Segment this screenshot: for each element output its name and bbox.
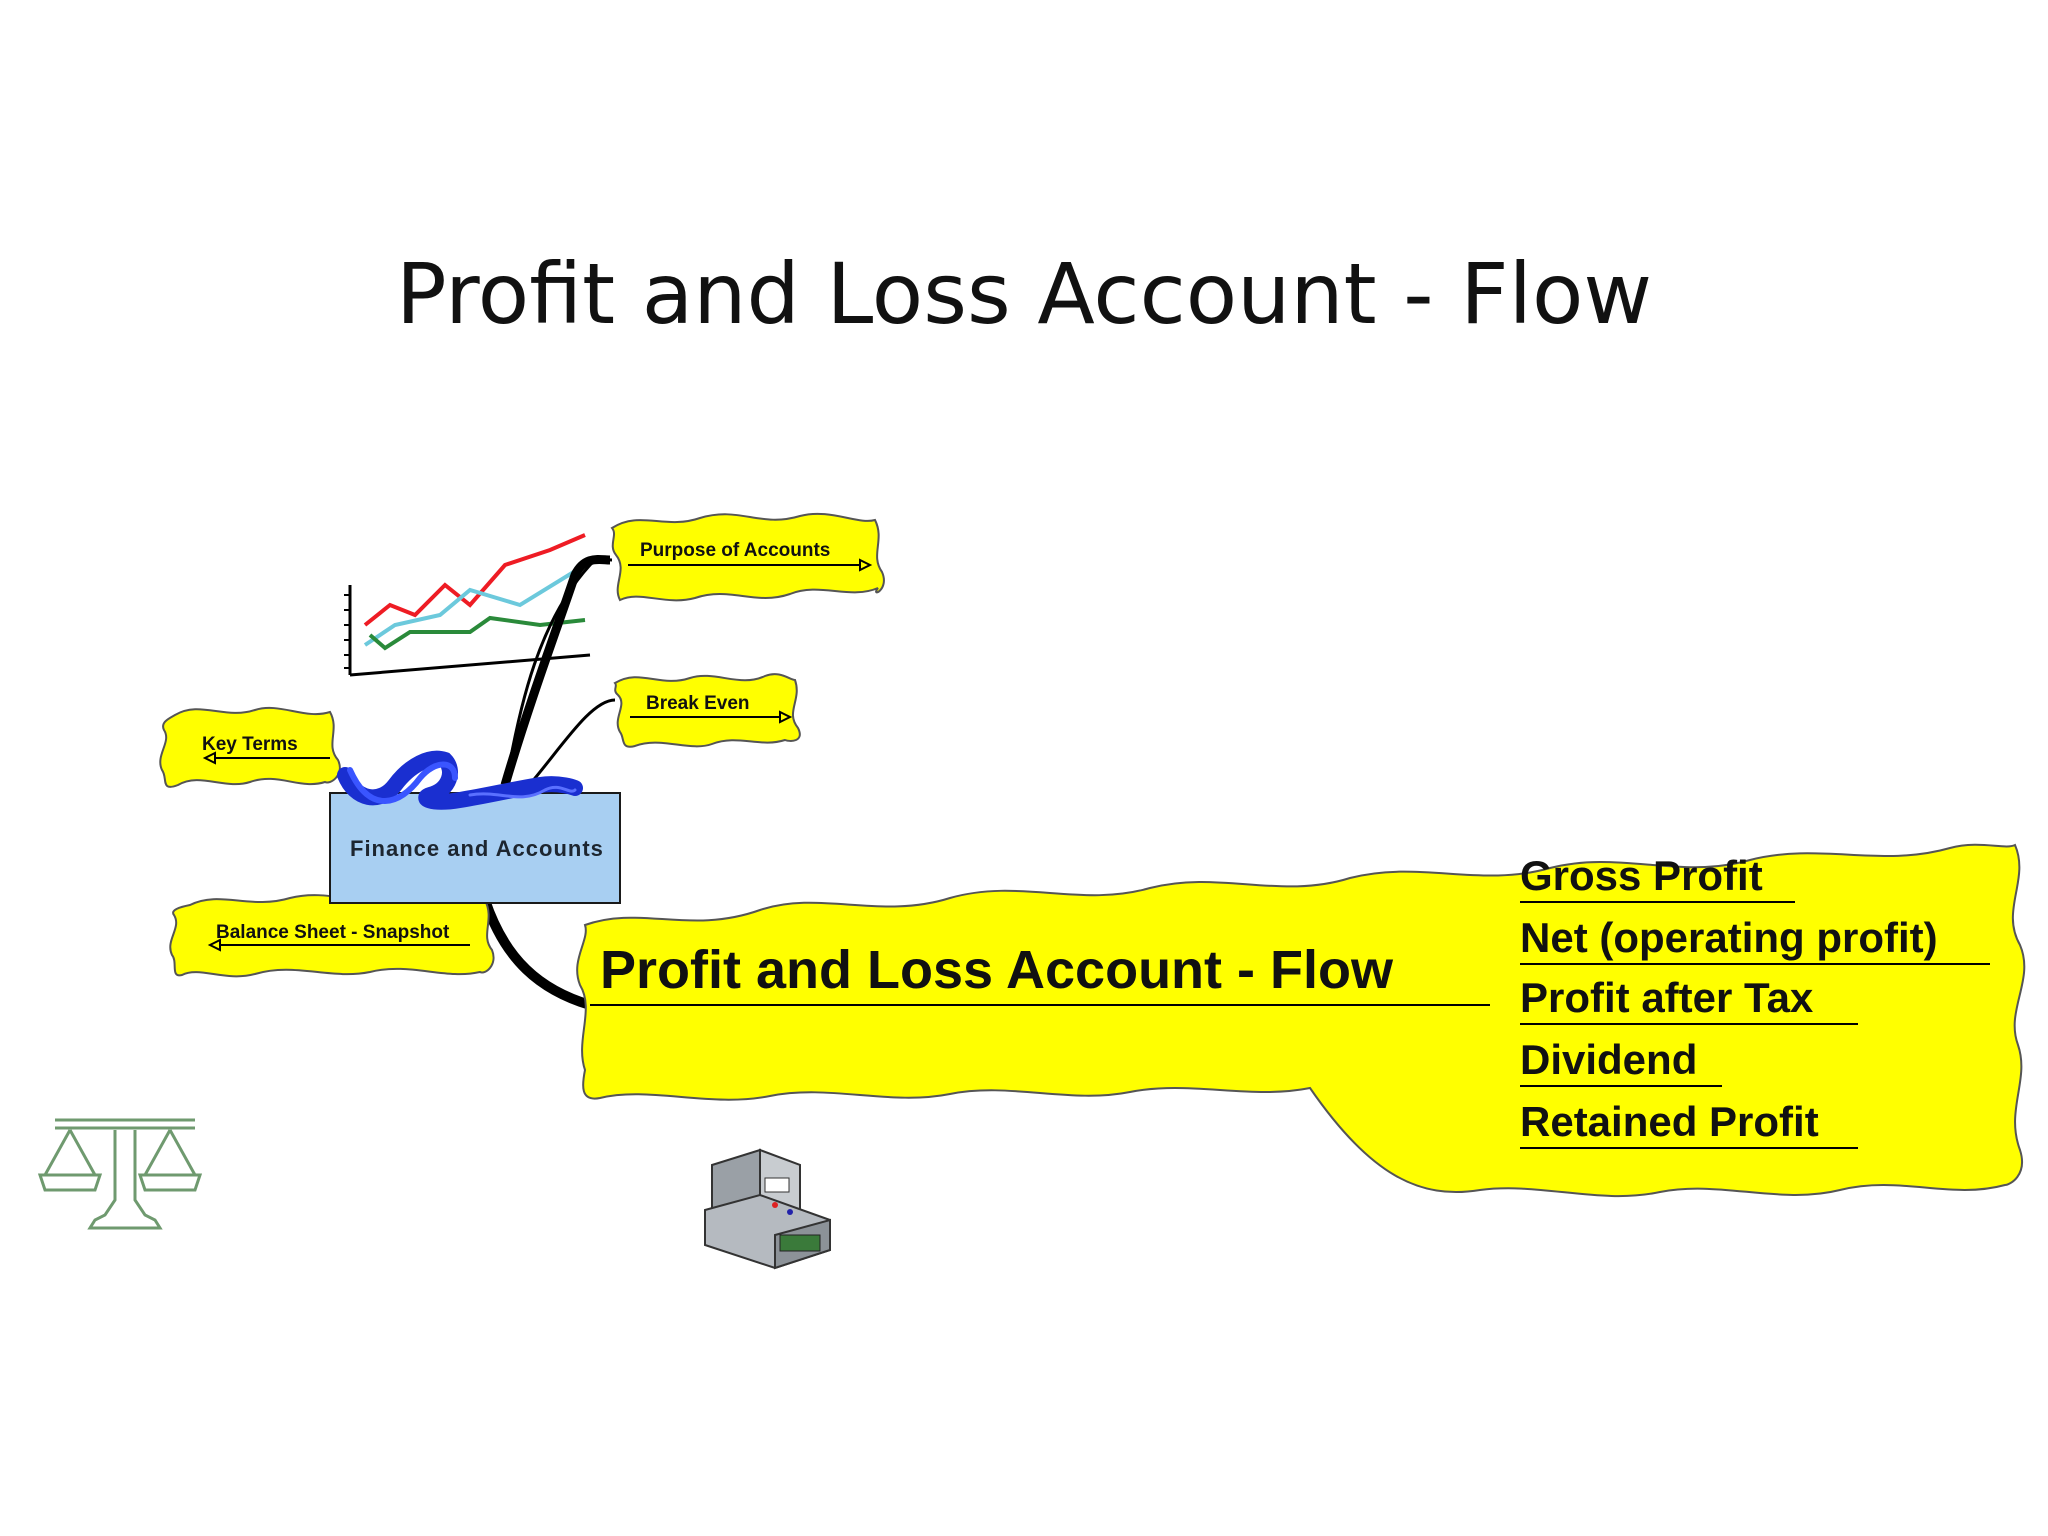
svg-text:Gross Profit: Gross Profit xyxy=(1520,852,1763,899)
branch-break-even[interactable]: Break Even xyxy=(613,673,801,748)
root-label: Finance and Accounts xyxy=(350,836,604,861)
svg-text:Net (operating profit): Net (operating profit) xyxy=(1520,914,1938,961)
branch-label-purpose: Purpose of Accounts xyxy=(640,540,830,561)
focus-items: Gross Profit Net (operating profit) Prof… xyxy=(1520,852,1990,1149)
swirl-icon xyxy=(337,750,583,810)
branch-purpose-of-accounts[interactable]: Purpose of Accounts xyxy=(610,512,885,602)
slide-title: Profit and Loss Account - Flow xyxy=(395,245,1653,343)
branch-label-key-terms: Key Terms xyxy=(202,734,298,755)
branch-label-break-even: Break Even xyxy=(646,693,750,714)
svg-text:Profit after Tax: Profit after Tax xyxy=(1520,974,1814,1021)
focus-item-gross-profit[interactable]: Gross Profit xyxy=(1520,852,1795,903)
focus-label: Profit and Loss Account - Flow xyxy=(600,940,1394,1000)
branch-label-balance-sheet: Balance Sheet - Snapshot xyxy=(216,922,450,943)
scales-icon xyxy=(37,1118,203,1230)
focus-node-profit-and-loss[interactable]: Profit and Loss Account - Flow xyxy=(576,843,2026,1198)
line-chart-icon xyxy=(344,533,591,677)
svg-text:Dividend: Dividend xyxy=(1520,1036,1697,1083)
branch-balance-sheet[interactable]: Balance Sheet - Snapshot xyxy=(169,894,495,978)
focus-item-dividend[interactable]: Dividend xyxy=(1520,1036,1722,1087)
branch-key-terms[interactable]: Key Terms xyxy=(159,706,341,788)
svg-text:Retained Profit: Retained Profit xyxy=(1520,1098,1819,1145)
focus-item-profit-after-tax[interactable]: Profit after Tax xyxy=(1520,974,1858,1025)
focus-item-retained-profit[interactable]: Retained Profit xyxy=(1520,1098,1858,1149)
focus-item-net-operating-profit[interactable]: Net (operating profit) xyxy=(1520,914,1990,965)
root-node[interactable]: Finance and Accounts xyxy=(329,792,621,904)
cash-register-icon xyxy=(704,1148,831,1270)
